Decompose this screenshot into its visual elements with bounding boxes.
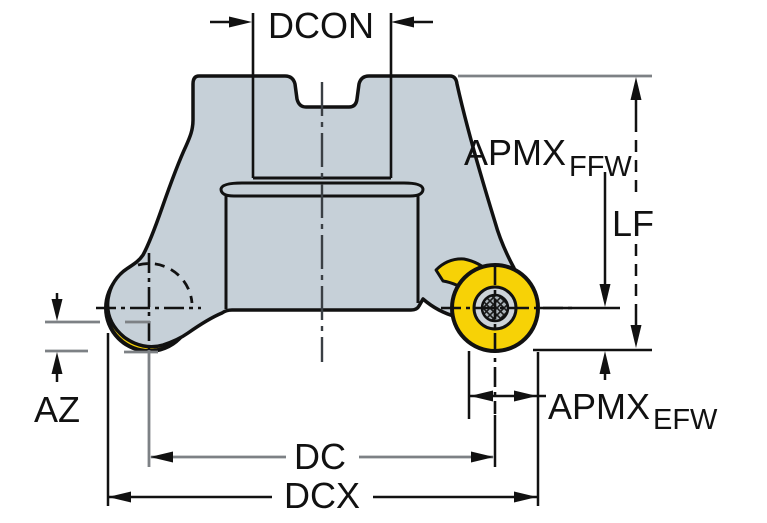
dcx-arrowhead-left [108,491,131,503]
dc-arrowhead-left [150,451,173,463]
collar-flange [219,181,425,198]
dcx-arrowhead-right [514,491,537,503]
apmx-efw-dimension: APMX EFW [469,351,718,436]
dcon-arrowhead-left [229,16,252,28]
apmx-ffw-arrowhead [599,284,611,307]
apmx-efw-arrowhead-right [514,390,537,402]
az-upper-arrowhead [51,299,63,321]
apmx-efw-arrowhead-left [470,390,493,402]
az-dimension: AZ [34,293,80,430]
apmx-ffw-subscript: FFW [569,151,632,183]
dcx-dimension: DCX [108,475,537,516]
lf-dimension: LF [612,77,654,348]
black-extension-lines [106,306,652,506]
apmx-ffw-label: APMX [464,132,566,173]
dcon-arrowhead-right [391,16,414,28]
apmx-efw-up-arrowhead [599,351,611,374]
left-insert-crosshair [96,253,201,349]
apmx-efw-subscript: EFW [653,404,718,436]
left-insert-hidden-edge-arc [137,262,194,304]
lf-arrowhead-bottom [630,325,642,348]
apmx-ffw-dimension: APMX FFW [464,132,632,307]
gray-reference-lines [45,74,652,467]
dcon-dimension: DCON [210,5,433,46]
dc-label: DC [294,436,346,477]
dc-dimension: DC [150,436,494,477]
dcx-label: DCX [284,475,360,516]
az-label: AZ [34,389,80,430]
lf-label: LF [612,203,654,244]
apmx-efw-label: APMX [548,386,650,427]
dc-arrowhead-right [471,451,494,463]
az-lower-arrowhead [51,352,63,374]
lf-arrowhead-top [630,77,642,100]
cutter-body [105,74,516,349]
dcon-label: DCON [268,5,374,46]
